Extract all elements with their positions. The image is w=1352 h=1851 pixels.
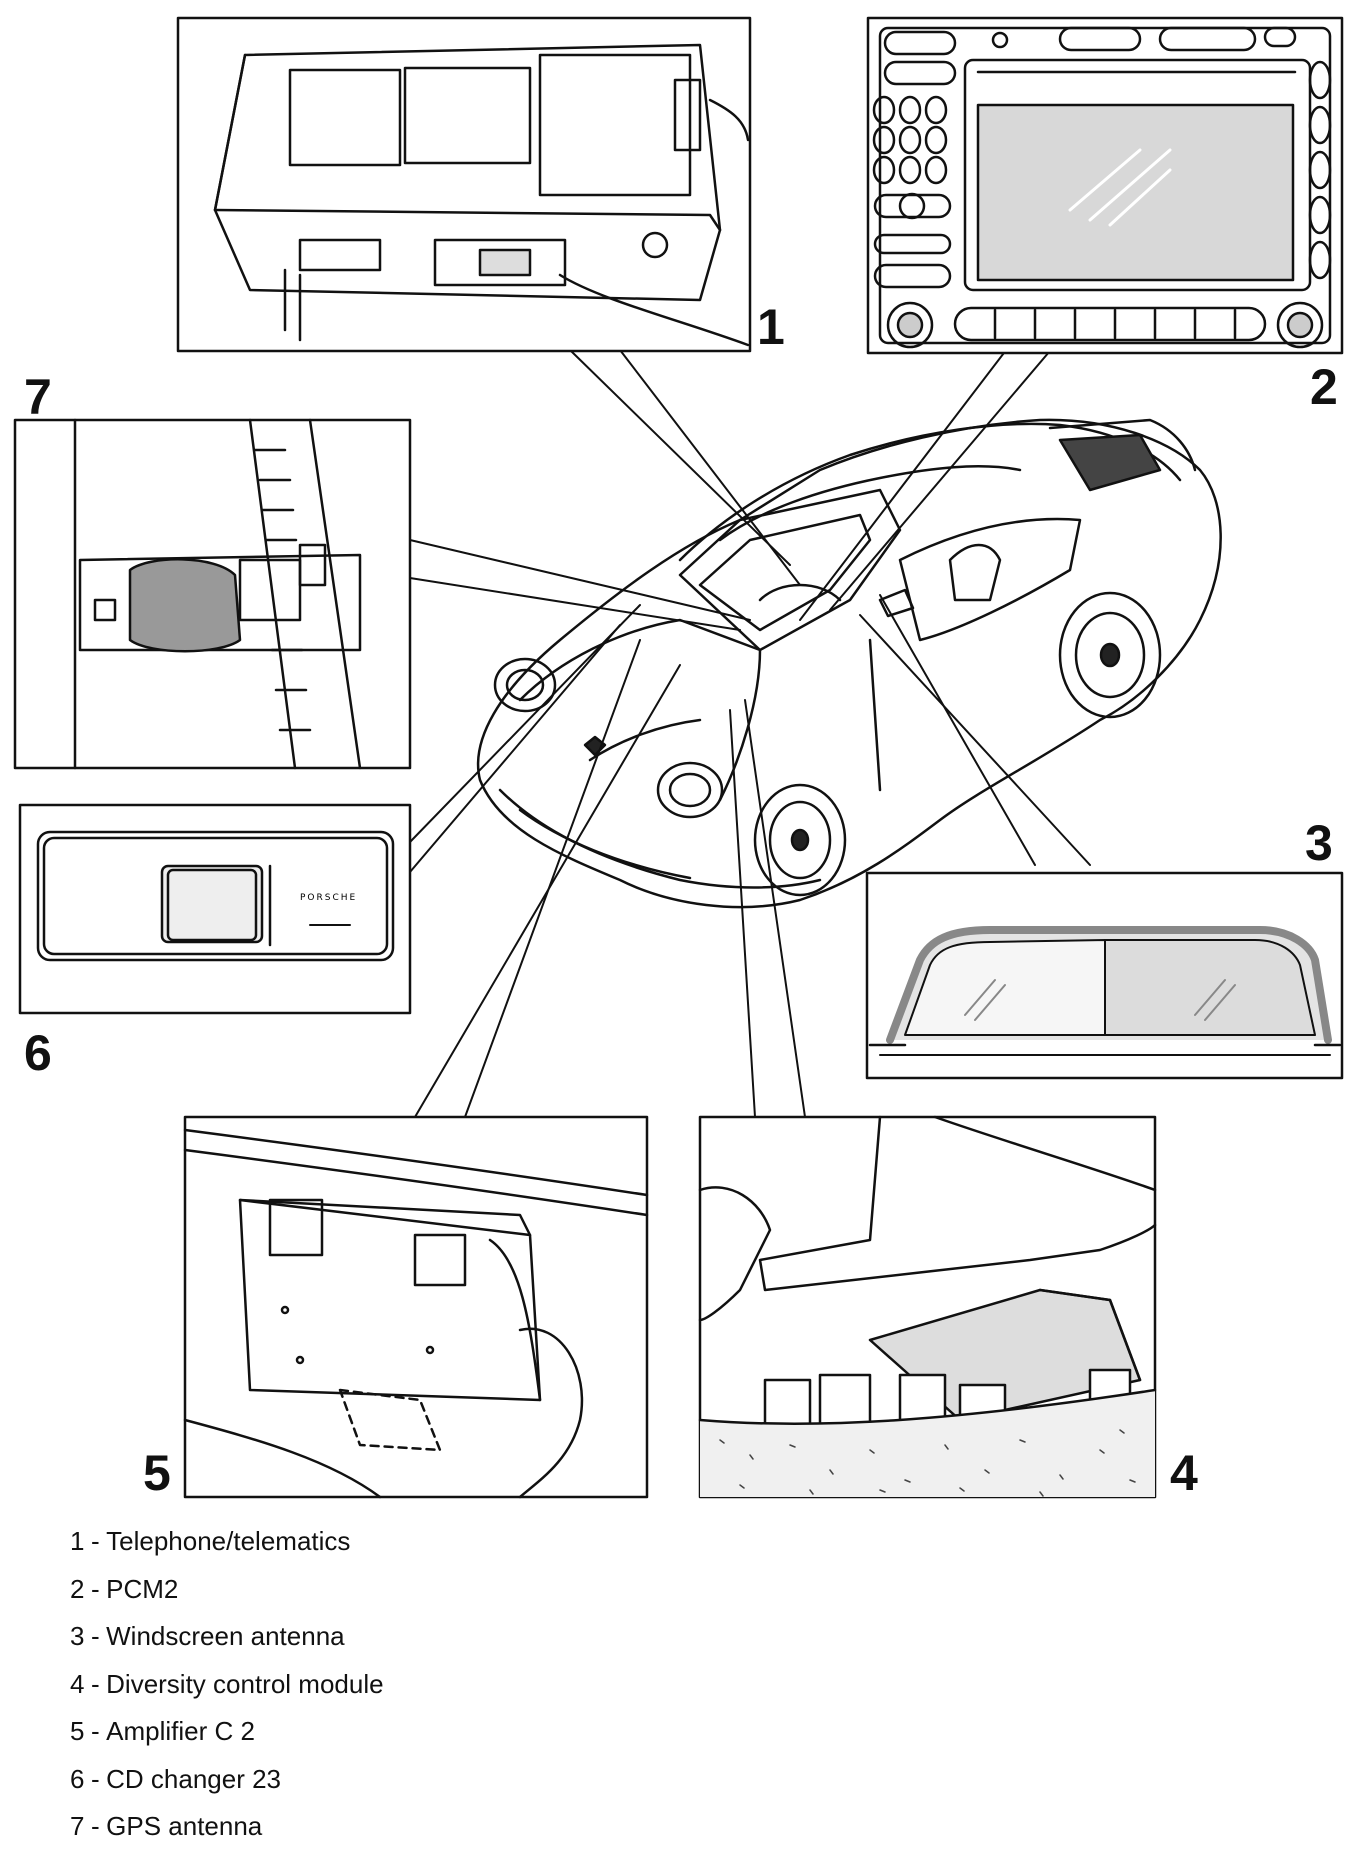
- panel-number-2: 2: [1310, 359, 1338, 415]
- legend-item: 3-Windscreen antenna: [70, 1621, 345, 1651]
- leader-lines: [409, 344, 1091, 1118]
- panel-5-amplifier: [183, 1115, 649, 1499]
- panel-4-diversity-module: [698, 1115, 1157, 1499]
- legend-item: 5-Amplifier C 2: [70, 1716, 255, 1746]
- legend-item: 6-CD changer 23: [70, 1763, 282, 1794]
- panel-number-5: 5: [143, 1445, 171, 1501]
- panel-6-cd-changer: [18, 803, 412, 1015]
- panel-number-6: 6: [24, 1025, 52, 1081]
- legend-list: 1-Telephone/telematics 2-PCM2 3-Windscre…: [70, 1518, 384, 1851]
- panel-number-7: 7: [24, 369, 52, 425]
- panel-7-gps-antenna: [13, 418, 412, 770]
- legend-item: 1-Telephone/telematics: [70, 1526, 351, 1556]
- legend-item: 7-GPS antenna: [70, 1811, 263, 1841]
- panel-number-1: 1: [757, 299, 785, 355]
- panel-2-pcm2: [866, 16, 1344, 355]
- panel-number-3: 3: [1305, 815, 1333, 871]
- component-location-diagram: PORSCHE: [13, 16, 1344, 1499]
- legend-item: 4-Diversity control module: [70, 1668, 384, 1699]
- panel-3-windscreen: [865, 871, 1344, 1080]
- panel-1-telephone-module: [176, 16, 752, 353]
- legend-item: 2-PCM2: [70, 1573, 179, 1604]
- cd-changer-brand-label: PORSCHE: [300, 893, 357, 903]
- panel-number-4: 4: [1170, 1445, 1198, 1501]
- car-illustration: [476, 418, 1222, 909]
